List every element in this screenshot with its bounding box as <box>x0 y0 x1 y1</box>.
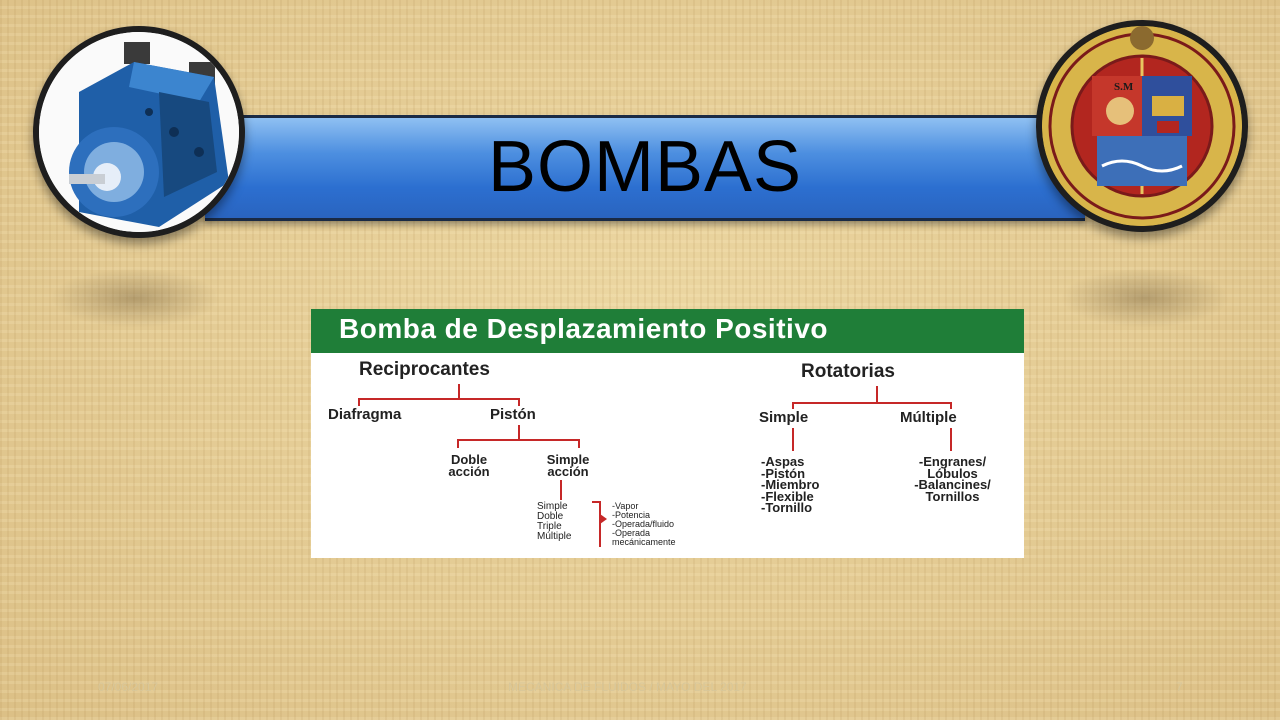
connector <box>358 398 360 406</box>
item-engranes: -Engranes/ <box>918 454 987 469</box>
type-multiple: Múltiple <box>537 531 572 542</box>
doble-accion-node: Doble acción <box>439 452 499 479</box>
connector <box>950 428 952 451</box>
connector <box>518 398 520 406</box>
piston-types-list: Simple Doble Triple Múltiple <box>537 502 571 542</box>
simple-rotary-list: -Aspas -Pistón -Miembro -Flexible -Torni… <box>761 454 820 515</box>
diafragma-node: Diafragma <box>328 406 402 423</box>
connector <box>458 384 460 399</box>
left-shadow <box>50 268 220 328</box>
simple-accion-line1: Simple <box>546 452 590 467</box>
diagram-header: Bomba de Desplazamiento Positivo <box>311 309 1024 353</box>
drive-operada: -Operada <box>612 528 651 538</box>
multiple-rotary-list: -Engranes/ Lóbulos -Balancines/ Tornillo… <box>890 454 1015 504</box>
crest-medallion: S.M <box>1036 20 1248 232</box>
item-tornillo: -Tornillo <box>761 500 813 515</box>
rotatoria-multiple-node: Múltiple <box>900 409 957 426</box>
simple-accion-line2: acción <box>547 464 589 479</box>
reciprocantes-label: Reciprocantes <box>359 359 490 380</box>
doble-accion-line2: acción <box>448 464 490 479</box>
connector <box>358 398 520 400</box>
item-lobulos: Lóbulos <box>927 465 978 481</box>
connector <box>950 402 952 409</box>
slide-title: BOMBAS <box>487 127 803 207</box>
university-crest-icon: S.M <box>1042 26 1242 226</box>
title-banner: BOMBAS <box>205 115 1085 221</box>
drive-operada-fluido: -Operada/fluido <box>612 519 675 529</box>
item-tornillos: Tornillos <box>925 488 980 504</box>
simple-accion-node: Simple acción <box>537 452 599 479</box>
item-flexible: -Flexible <box>761 488 814 504</box>
hydraulic-pump-icon <box>39 32 239 232</box>
item-miembro: -Miembro <box>761 477 820 492</box>
connector <box>457 439 459 448</box>
type-doble: Doble <box>537 511 564 522</box>
connector <box>560 480 562 500</box>
drive-vapor: -Vapor <box>612 501 639 511</box>
connector <box>578 439 580 448</box>
pump-classification-diagram: Bomba de Desplazamiento Positivo Recipro… <box>311 309 1024 558</box>
drive-potencia: -Potencia <box>612 510 651 520</box>
footer-course: MECANICA DE FLUIDOS / MAYO DEL 2017 <box>508 680 747 694</box>
bracket <box>592 501 600 503</box>
connector <box>792 428 794 451</box>
rotatorias-label: Rotatorias <box>801 361 895 382</box>
item-piston: -Pistón <box>761 465 806 481</box>
crest-initials: S.M <box>1114 81 1134 93</box>
footer-date: 07/06/2017 <box>98 680 159 694</box>
connector <box>876 386 878 403</box>
connector <box>518 425 520 440</box>
connector <box>792 402 952 404</box>
type-triple: Triple <box>537 521 562 532</box>
drive-mecanicamente: mecánicamente <box>612 537 676 547</box>
piston-node: Pistón <box>490 406 536 423</box>
drive-types-list: -Vapor -Potencia -Operada/fluido -Operad… <box>612 502 676 547</box>
item-aspas: -Aspas <box>761 454 805 469</box>
bracket-arrow <box>600 514 607 524</box>
pump-medallion <box>33 26 245 238</box>
right-shadow <box>1060 268 1230 328</box>
diagram-title: Bomba de Desplazamiento Positivo <box>339 313 828 344</box>
page-number: 7 <box>1176 680 1183 694</box>
doble-accion-line1: Doble <box>450 452 488 467</box>
item-balancines: -Balancines/ <box>914 477 991 492</box>
type-simple: Simple <box>537 501 568 512</box>
connector <box>457 439 580 441</box>
bracket <box>599 501 601 547</box>
connector <box>792 402 794 409</box>
rotatoria-simple-node: Simple <box>759 409 809 426</box>
